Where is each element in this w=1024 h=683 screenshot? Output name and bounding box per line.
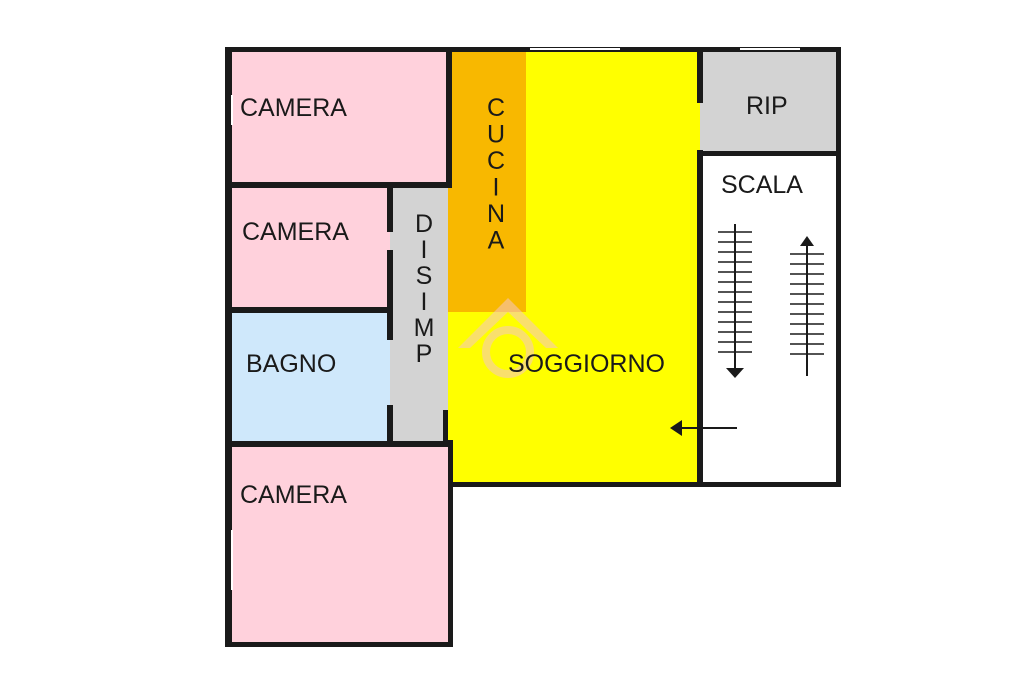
wall-camera-mid-right-lower — [387, 250, 393, 312]
room-bagno — [228, 310, 390, 446]
label-camera-top: CAMERA — [240, 94, 347, 122]
arrow-up-icon — [790, 236, 824, 376]
room-camera-bottom — [228, 446, 450, 644]
wall-outer-left — [225, 47, 232, 647]
cucina-letter: N — [487, 200, 505, 228]
label-ripostiglio: RIP — [746, 92, 788, 120]
cucina-letter: C — [487, 147, 505, 175]
label-scala: SCALA — [721, 171, 803, 199]
label-camera-bottom: CAMERA — [240, 481, 347, 509]
label-camera-middle: CAMERA — [242, 218, 349, 246]
wall-camera-bottom-right — [448, 440, 453, 647]
wall-outer-top-left — [225, 47, 451, 52]
room-ripostiglio — [700, 50, 838, 154]
stairs-down-treads — [718, 231, 752, 353]
disimp-letter: P — [416, 340, 433, 368]
wall-rip-bottom — [700, 151, 838, 156]
walls — [225, 47, 841, 647]
wall-outer-bottom-right — [448, 482, 841, 487]
stairs-down-arrowhead — [726, 368, 744, 378]
disimp-letter: M — [414, 314, 435, 342]
stairs-up-arrowhead — [800, 236, 814, 246]
room-camera-middle — [228, 186, 390, 310]
wall-camera-top-bottom — [228, 182, 452, 188]
wall-bagno-bottom — [228, 441, 450, 447]
wall-bagno-right-lower — [387, 405, 393, 445]
room-cucina — [448, 50, 526, 312]
cucina-letter: C — [487, 94, 505, 122]
disimp-letter: I — [421, 236, 428, 264]
house-logo-icon — [458, 298, 558, 378]
label-bagno: BAGNO — [246, 350, 336, 378]
cucina-letter: I — [493, 174, 500, 202]
cucina-letter: A — [488, 227, 505, 255]
window-camera-top — [231, 95, 233, 125]
wall-camera-mid-right — [387, 186, 393, 232]
wall-camera-top-right — [446, 47, 452, 187]
arrow-down-icon — [718, 224, 752, 378]
wall-bagno-right — [387, 310, 393, 340]
arrow-left-icon — [670, 420, 737, 436]
wall-camera-mid-bottom — [228, 307, 393, 313]
wall-outer-right — [836, 47, 841, 487]
room-scala — [700, 154, 838, 484]
window-soggiorno-top — [530, 48, 620, 50]
disimp-letter: S — [416, 262, 433, 290]
disimp-letter: I — [421, 288, 428, 316]
wall-outer-bottom-left — [225, 642, 453, 647]
wall-disimp-right-lower — [443, 410, 448, 444]
wall-soggiorno-right — [697, 47, 703, 103]
cucina-letter: U — [487, 121, 505, 149]
window-rip-top — [740, 48, 800, 50]
room-disimpegno — [390, 186, 448, 444]
stairs-up-treads — [790, 253, 824, 355]
label-soggiorno: SOGGIORNO — [508, 350, 665, 378]
window-camera-bottom — [231, 530, 233, 590]
room-camera-top — [228, 50, 448, 186]
wall-soggiorno-right-lower — [697, 150, 703, 487]
entrance-arrowhead — [670, 420, 682, 436]
disimp-letter: D — [415, 210, 433, 238]
